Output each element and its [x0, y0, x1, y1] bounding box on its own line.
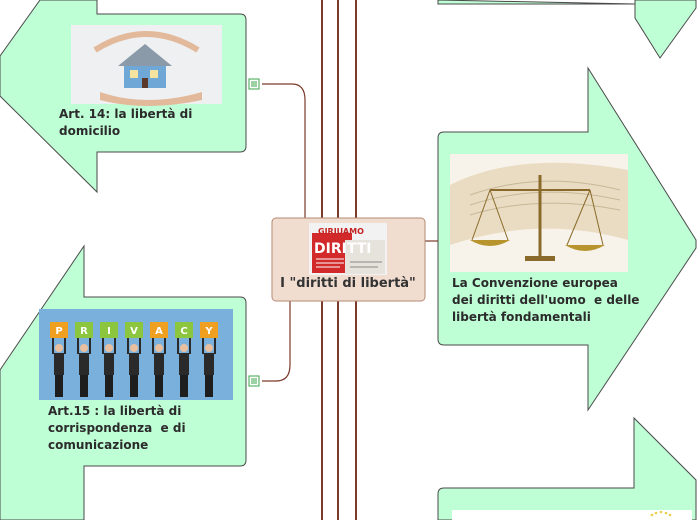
node-label-corrispondenza-line2: corrispondenza e di	[48, 421, 186, 435]
bottom-right-image-edge	[452, 510, 692, 520]
node-label-corrispondenza-line3: comunicazione	[48, 438, 149, 452]
expand-button-domicilio[interactable]	[248, 78, 260, 90]
privacy-letter: A	[155, 326, 163, 337]
arrow-node-bottom-right	[437, 416, 697, 520]
eu-stars-hint	[650, 510, 672, 517]
arrow-node-top-right	[437, 0, 697, 59]
privacy-person: R	[75, 322, 93, 397]
node-label-domicilio-line2: domicilio	[59, 124, 121, 138]
node-label-domicilio: Art. 14: la libertà di domicilio	[59, 106, 239, 140]
privacy-letter: V	[130, 326, 138, 337]
privacy-person: A	[150, 322, 168, 397]
privacy-person: V	[125, 322, 143, 397]
node-label-corrispondenza-line1: Art.15 : la libertà di	[48, 404, 182, 418]
center-node-label: I "diritti di libertà"	[280, 276, 416, 291]
branch-connectors	[262, 83, 438, 382]
node-label-convenzione-line2: dei diritti dell'uomo e delle	[452, 293, 640, 307]
svg-text:DIRITTI: DIRITTI	[314, 241, 371, 257]
privacy-letter: Y	[204, 326, 213, 337]
node-label-convenzione-line1: La Convenzione europea	[452, 276, 618, 290]
node-label-domicilio-line1: Art. 14: la libertà di	[59, 107, 193, 121]
privacy-letter: I	[107, 326, 111, 337]
privacy-person: C	[175, 322, 193, 397]
node-label-convenzione-line3: libertà fondamentali	[452, 310, 591, 324]
house-in-hands-image	[71, 25, 222, 106]
books-scales-image	[450, 154, 628, 272]
center-node-image: GIRIUAMO DIRITTI	[309, 223, 387, 275]
svg-text:GIRIUAMO: GIRIUAMO	[318, 227, 364, 236]
node-label-corrispondenza: Art.15 : la libertà di corrispondenza e …	[48, 403, 238, 454]
privacy-letter: R	[80, 326, 88, 337]
privacy-person: Y	[200, 322, 218, 397]
privacy-letter: P	[55, 326, 62, 337]
privacy-person: I	[100, 322, 118, 397]
privacy-person: P	[50, 322, 68, 397]
privacy-letter: C	[180, 326, 187, 337]
node-label-convenzione: La Convenzione europea dei diritti dell'…	[452, 275, 642, 326]
expand-button-corrispondenza[interactable]	[248, 375, 260, 387]
